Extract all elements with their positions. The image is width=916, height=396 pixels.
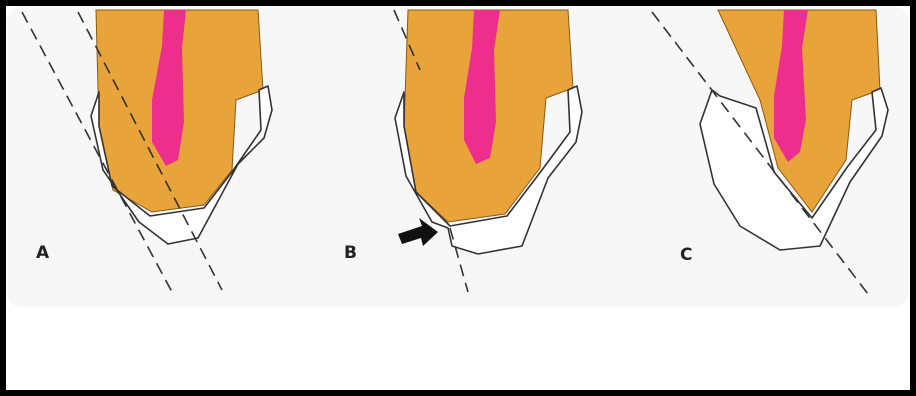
panel-label-c: C (680, 245, 692, 265)
panel-label-b: B (344, 243, 357, 263)
panel-label-a: A (36, 243, 50, 263)
